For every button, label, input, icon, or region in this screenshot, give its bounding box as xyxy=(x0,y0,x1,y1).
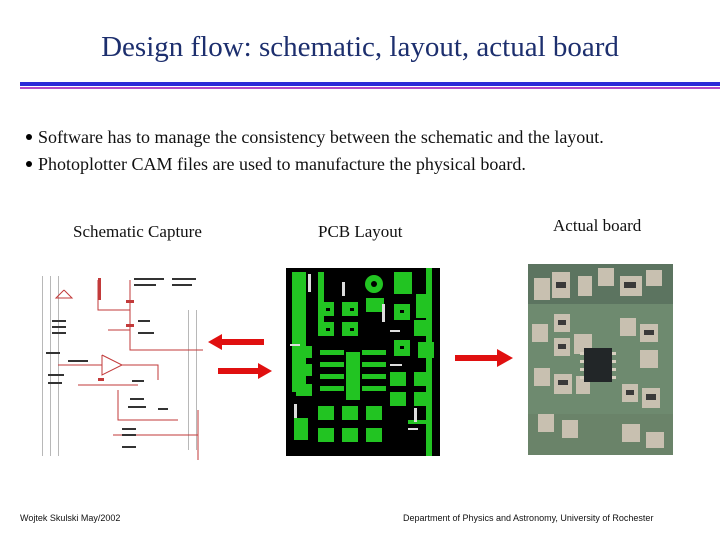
bullet-dot-icon xyxy=(26,160,32,167)
pcb-layout-image xyxy=(286,268,440,456)
footer-department: Department of Physics and Astronomy, Uni… xyxy=(403,513,654,523)
board-label: Actual board xyxy=(553,216,642,235)
schematic-label: Schematic Capture xyxy=(73,222,202,241)
actual-board-photo xyxy=(528,264,673,455)
schematic-image xyxy=(38,270,206,464)
right-arrow-icon xyxy=(218,363,272,379)
pcb-label: PCB Layout xyxy=(318,222,403,241)
title-rule-purple xyxy=(20,87,720,89)
title-rule-blue xyxy=(20,82,720,86)
slide-title: Design flow: schematic, layout, actual b… xyxy=(101,31,619,63)
bullet-text-1: Software has to manage the consistency b… xyxy=(38,127,604,147)
bullet-item-2: Photoplotter CAM files are used to manuf… xyxy=(26,154,526,175)
bullet-text-2: Photoplotter CAM files are used to manuf… xyxy=(38,154,526,174)
bullet-dot-icon xyxy=(26,133,32,140)
right-arrow-icon xyxy=(455,349,513,367)
left-arrow-icon xyxy=(208,334,264,350)
footer-author: Wojtek Skulski May/2002 xyxy=(20,513,121,523)
bullet-item-1: Software has to manage the consistency b… xyxy=(26,127,604,148)
